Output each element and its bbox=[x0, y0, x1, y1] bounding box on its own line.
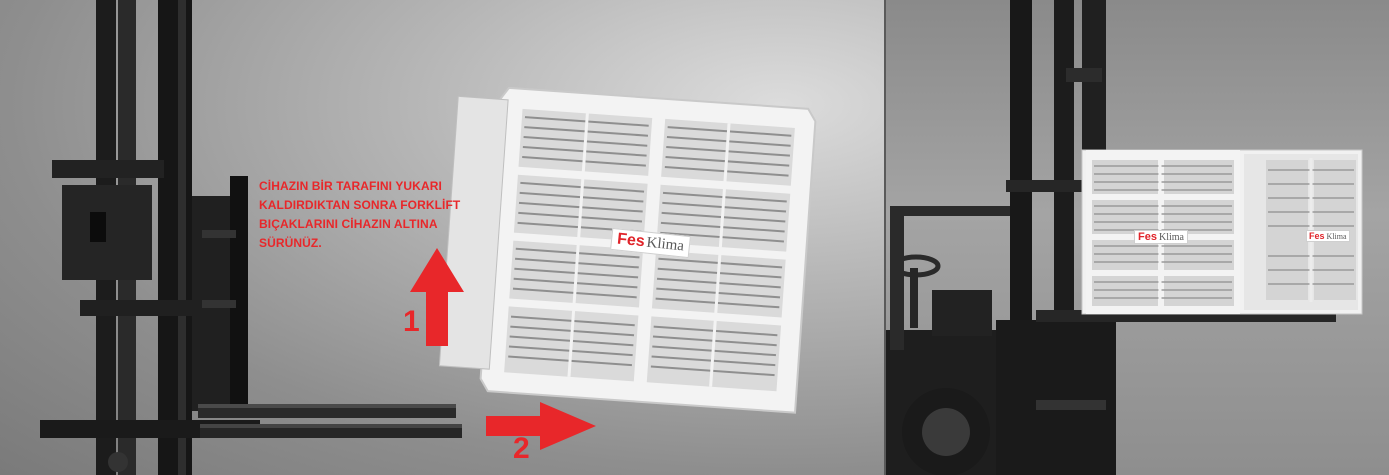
step-1-label: 1 bbox=[403, 305, 420, 339]
brand-logo-side-klima: Klima bbox=[1327, 232, 1347, 241]
arrow-right-icon bbox=[486, 402, 596, 450]
left-panel: CİHAZIN BİR TARAFINI YUKARI KALDIRDIKTAN… bbox=[0, 0, 886, 475]
brand-logo-front-klima: Klima bbox=[1159, 232, 1184, 243]
brand-logo-front-fes: Fes bbox=[1138, 231, 1157, 243]
instruction-text: CİHAZIN BİR TARAFINI YUKARI KALDIRDIKTAN… bbox=[259, 177, 491, 253]
forklift-carriage bbox=[192, 176, 248, 411]
step-2-label: 2 bbox=[513, 432, 530, 466]
brand-logo-front: Fes Klima bbox=[1134, 230, 1188, 244]
brand-logo-fes: Fes bbox=[616, 231, 645, 252]
brand-logo-klima: Klima bbox=[646, 235, 685, 256]
right-panel: Fes Klima Fes Klima bbox=[886, 0, 1389, 475]
brand-logo-side-fes: Fes bbox=[1309, 231, 1325, 241]
brand-logo-side: Fes Klima bbox=[1306, 230, 1350, 242]
